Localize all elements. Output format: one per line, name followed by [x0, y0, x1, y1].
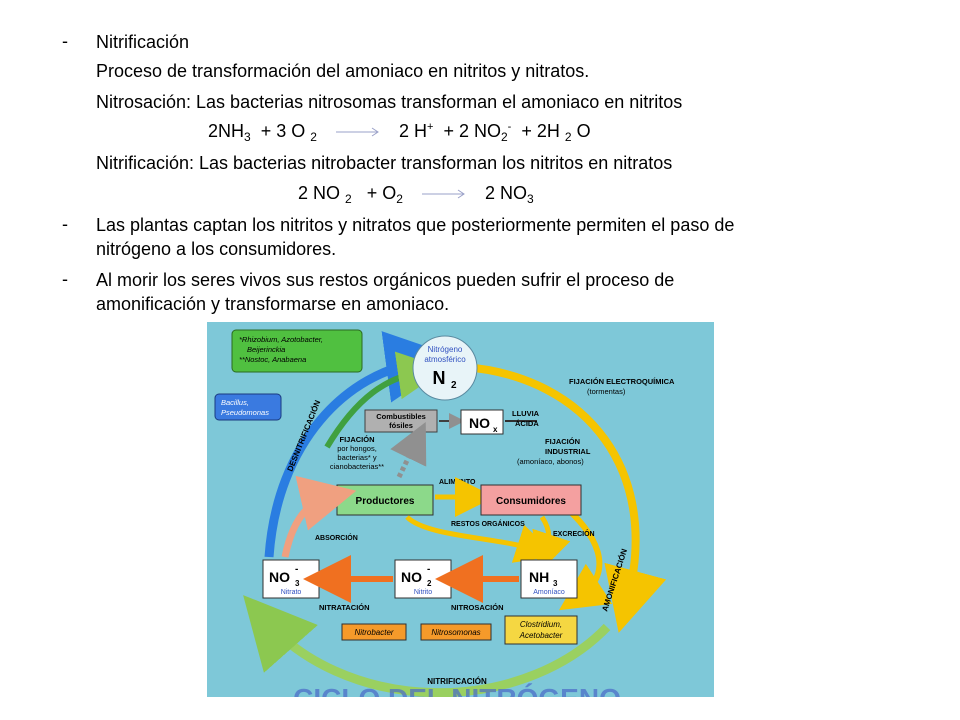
clostridium-box: [504, 615, 578, 645]
fijacion-ind-l3: (amoníaco, abonos): [517, 457, 584, 466]
no3-subscript: 3: [295, 579, 300, 588]
bubble-blue-line-1: Bacillus,: [221, 398, 249, 407]
nitrificacion-line: Nitrificación: Las bacterias nitrobacter…: [96, 153, 673, 173]
bacteria-bubble-green: [231, 329, 363, 373]
nh3-subscript: 3: [553, 579, 558, 588]
nitrificacion-heading: Nitrificación: [96, 32, 190, 52]
fijacion-electro-arc: [464, 363, 667, 633]
fijacion-hongos-l3: bacterias* y: [337, 453, 376, 462]
plantas-line-1: Las plantas captan los nitritos y nitrat…: [96, 215, 735, 235]
proceso-line: Proceso de transformación del amoniaco e…: [96, 61, 590, 81]
nitrogen-cycle-svg: Nitrógeno atmosférico N 2 *Rhizobium, Az…: [214, 329, 675, 697]
gray-dashed-arrow: [390, 422, 427, 479]
fijacion-hongos-l1: FIJACIÓN: [339, 435, 374, 444]
absorcion-arrow: [281, 475, 357, 558]
excrecion-arrow: [532, 515, 571, 573]
consumidores-label: Consumidores: [496, 496, 566, 507]
n2-symbol: N: [433, 368, 446, 388]
fijacion-green-arc: [324, 351, 446, 449]
nitrificacion-label: NITRIFICACIÓN: [427, 677, 487, 686]
alimento-label: ALIMENTO: [439, 479, 476, 486]
bullet-dash: -: [62, 31, 68, 51]
nh3-box: [520, 559, 578, 599]
equation-nitrificacion: 2 NO 2 + O2 2 NO3: [298, 183, 534, 206]
nitrobacter-label: Nitrobacter: [354, 628, 393, 637]
combustibles-l1: Combustibles: [376, 412, 426, 421]
fijacion-hongos-l4: cianobacterias**: [330, 462, 384, 471]
lluvia-l1: LLUVIA: [512, 409, 540, 418]
nitrobacter-box: [341, 623, 407, 641]
nox-subscript: x: [493, 425, 498, 434]
n2-circle: [412, 335, 478, 401]
morir-line-1: Al morir los seres vivos sus restos orgá…: [96, 270, 675, 290]
fijacion-ind-l2: INDUSTRIAL: [545, 447, 591, 456]
fijacion-hongos-l2: por hongos,: [337, 444, 377, 453]
absorcion-label: ABSORCIÓN: [315, 533, 358, 542]
clostridium-l2: Acetobacter: [519, 631, 563, 640]
bacteria-bubble-blue: [214, 393, 282, 421]
no2-subscript: 2: [427, 579, 432, 588]
diagram-bottom-title: CICLO DEL NITRÓGENO: [293, 683, 621, 697]
nitrito-label: Nitrito: [414, 589, 432, 596]
bubble-green-line-1: *Rhizobium, Azotobacter,: [239, 335, 323, 344]
lluvia-l2: ÁCIDA: [515, 419, 539, 428]
consumidores-box: [480, 484, 582, 516]
amoniaco-label: Amoníaco: [533, 589, 565, 596]
nox-symbol: NO: [469, 415, 490, 431]
amonificacion-label: AMONIFICACIÓN: [600, 547, 629, 612]
excrecion-label: EXCRECIÓN: [553, 529, 595, 538]
atmosferico-label: atmosférico: [424, 355, 466, 364]
nitrogen-cycle-diagram: Nitrógeno atmosférico N 2 *Rhizobium, Az…: [207, 322, 714, 697]
equation-nitrosacion: 2NH3 + 3 O 2 2 H+ + 2 NO2- + 2H 2 O: [208, 121, 591, 144]
nitratacion-label: NITRATACIÓN: [319, 603, 370, 612]
morir-line-2: amonificación y transformarse en amoniac…: [96, 294, 450, 314]
plantas-line-2: nitrógeno a los consumidores.: [96, 239, 337, 259]
reaction-arrow-icon: [335, 127, 379, 137]
nitrosomonas-label: Nitrosomonas: [431, 628, 480, 637]
nitrificacion-arc: [243, 595, 611, 697]
restos-label: RESTOS ORGÁNICOS: [451, 519, 525, 528]
productores-label: Productores: [356, 496, 415, 507]
bubble-green-line-2: Beijerinckia: [247, 345, 285, 354]
fijacion-electro-l1: FIJACIÓN ELECTROQUÍMICA: [569, 377, 675, 386]
nitrosomonas-box: [420, 623, 492, 641]
no2-symbol: NO: [401, 569, 422, 585]
nitrosacion-line: Nitrosación: Las bacterias nitrosomas tr…: [96, 92, 683, 112]
desnitrificacion-arc: [264, 331, 458, 558]
restos-arrow: [405, 515, 557, 563]
no2-superscript: -: [427, 564, 430, 575]
fijacion-ind-l1: FIJACIÓN: [545, 437, 580, 446]
n2-subscript: 2: [451, 380, 457, 391]
reaction-arrow-icon: [421, 189, 465, 199]
bubble-blue-line-2: Pseudomonas: [221, 408, 269, 417]
bullet-dash: -: [62, 214, 68, 234]
nitrato-label: Nitrato: [281, 589, 302, 596]
no3-superscript: -: [295, 564, 298, 575]
no3-symbol: NO: [269, 569, 290, 585]
nitrogeno-label: Nitrógeno: [428, 345, 463, 354]
bubble-green-line-3: **Nostoc, Anabaena: [239, 355, 306, 364]
nox-box: [460, 409, 504, 435]
nitrosacion-label: NITROSACIÓN: [451, 603, 504, 612]
bullet-dash: -: [62, 269, 68, 289]
combustibles-l2: fósiles: [389, 421, 413, 430]
fijacion-electro-l2: (tormentas): [587, 387, 626, 396]
clostridium-l1: Clostridium,: [520, 620, 562, 629]
nh3-symbol: NH: [529, 569, 549, 585]
desnitrificacion-label: DESNITRIFICACIÓN: [286, 399, 323, 473]
